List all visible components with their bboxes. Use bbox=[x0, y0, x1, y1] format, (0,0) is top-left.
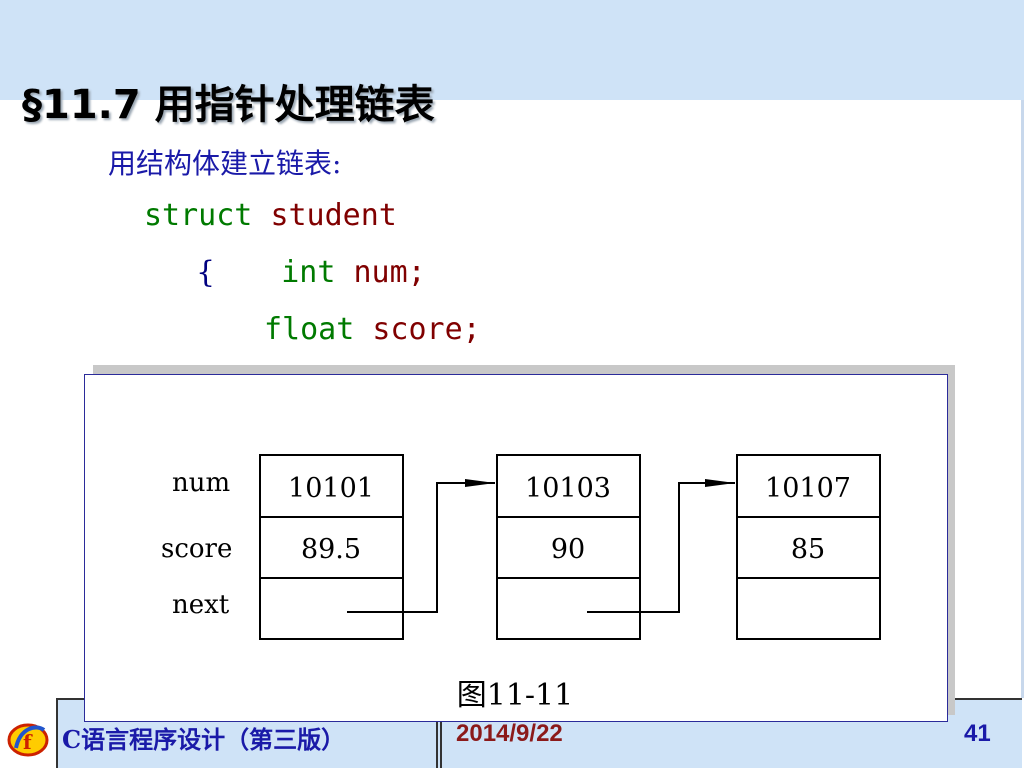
list-node: 10103 90 bbox=[496, 454, 641, 640]
code-keyword: int bbox=[281, 255, 336, 290]
node-score: 85 bbox=[791, 534, 825, 565]
code-keyword: struct bbox=[144, 198, 253, 233]
node-num: 10101 bbox=[288, 473, 374, 504]
code-brace: { bbox=[196, 255, 216, 290]
figure-caption: 图11-11 bbox=[457, 678, 573, 713]
right-rule bbox=[1021, 100, 1024, 700]
node-num: 10103 bbox=[525, 473, 611, 504]
node-score: 89.5 bbox=[301, 534, 361, 565]
list-node: 10107 85 bbox=[736, 454, 881, 640]
code-identifier: num; bbox=[353, 255, 426, 290]
node-score: 90 bbox=[551, 534, 585, 565]
next-pointer-arrow bbox=[347, 479, 495, 613]
code-keyword: float bbox=[264, 312, 355, 347]
svg-text:f: f bbox=[23, 730, 33, 754]
course-name: C语言程序设计（第三版） bbox=[62, 725, 346, 754]
code-line-3: float score; bbox=[264, 312, 481, 347]
linked-list-diagram: num score next 10101 89.5 10103 90 bbox=[161, 454, 881, 713]
course-logo-icon: f bbox=[7, 723, 49, 757]
page-number: 41 bbox=[964, 720, 991, 747]
node-num: 10107 bbox=[765, 473, 851, 504]
figure-panel: num score next 10101 89.5 10103 90 bbox=[84, 374, 948, 722]
title-band bbox=[0, 0, 1024, 100]
code-line-1: struct student bbox=[144, 198, 397, 233]
next-pointer-arrow bbox=[587, 479, 735, 613]
field-label-num: num bbox=[172, 468, 230, 498]
code-identifier: student bbox=[270, 198, 397, 233]
footer-divider bbox=[436, 698, 442, 768]
subtitle: 用结构体建立链表: bbox=[108, 147, 342, 180]
slide-title: §11.7 用指针处理链表 bbox=[22, 82, 435, 128]
code-identifier: score; bbox=[372, 312, 481, 347]
code-line-2: { int num; bbox=[196, 255, 426, 290]
field-label-next: next bbox=[172, 590, 230, 620]
list-node: 10101 89.5 bbox=[259, 454, 404, 640]
footer-date: 2014/9/22 bbox=[456, 720, 563, 747]
field-label-score: score bbox=[161, 534, 232, 564]
